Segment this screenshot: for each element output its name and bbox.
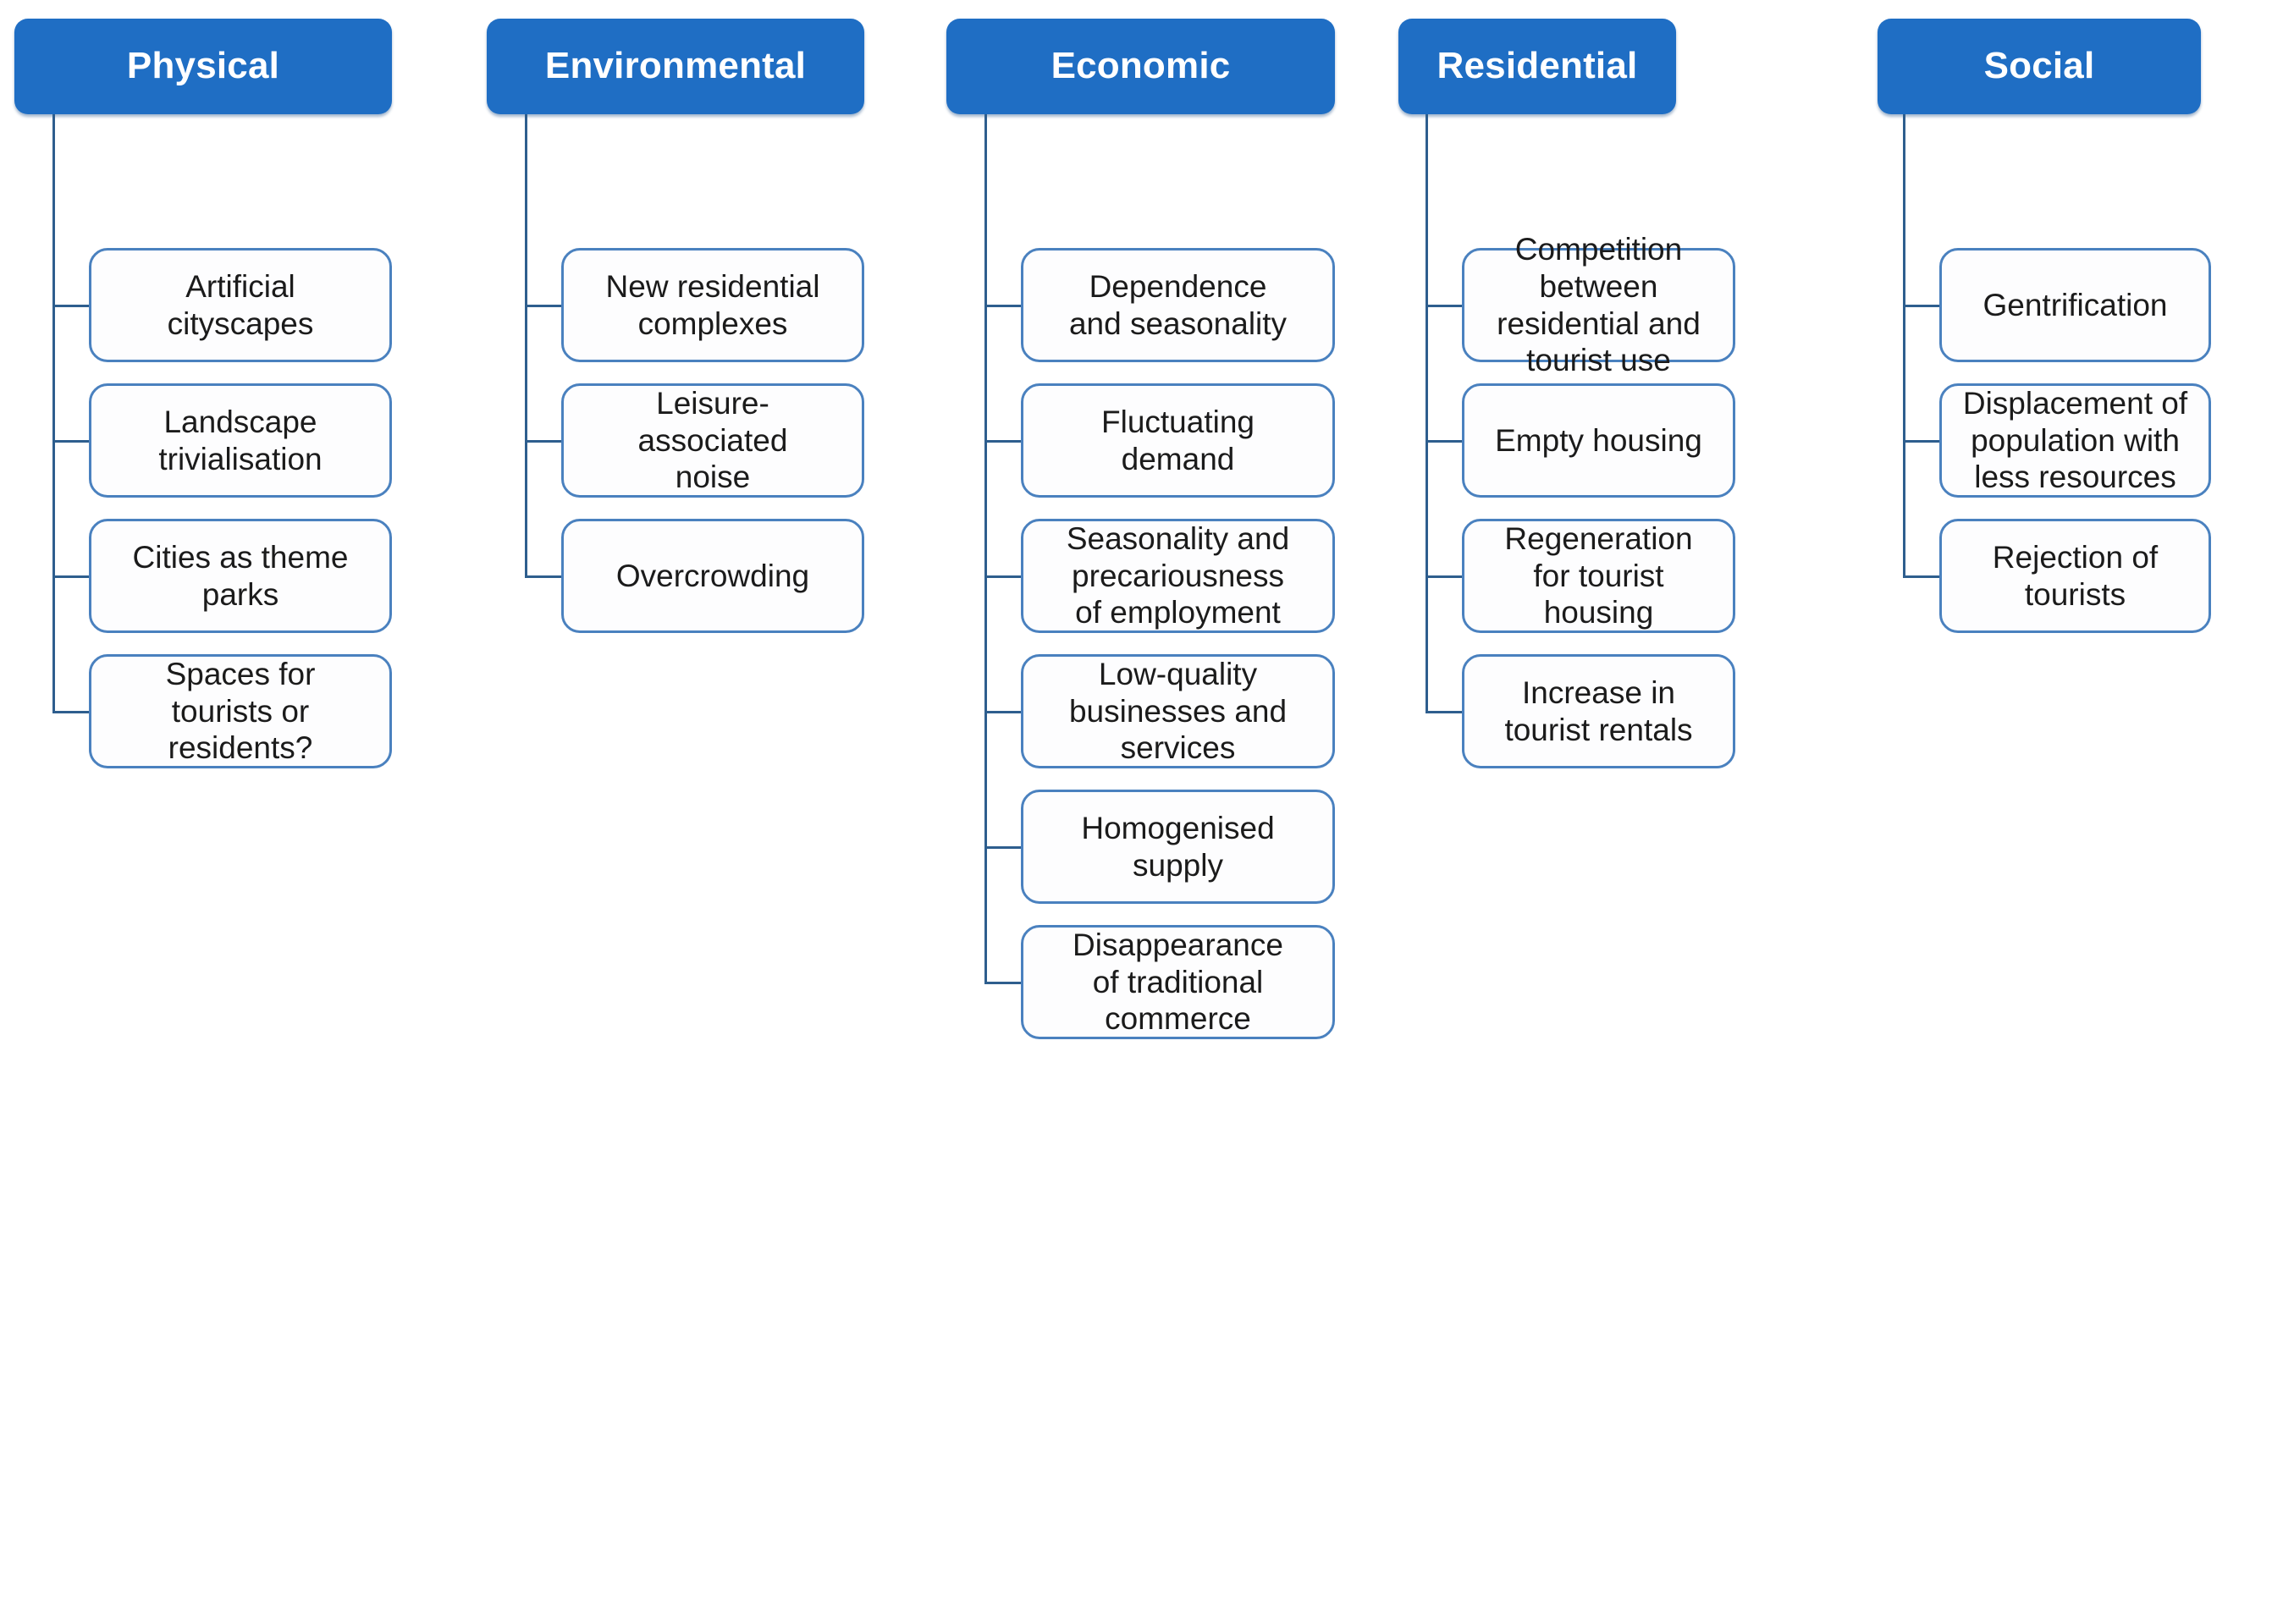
- category-header-physical[interactable]: Physical: [14, 19, 392, 114]
- node-economic-4[interactable]: Homogenised supply: [1021, 790, 1335, 904]
- connector-stub: [984, 439, 1023, 443]
- category-header-label: Economic: [1051, 45, 1231, 87]
- node-label: Overcrowding: [615, 558, 810, 593]
- node-label: Fluctuating demand: [1101, 404, 1255, 476]
- node-label: Landscape trivialisation: [158, 404, 323, 476]
- node-economic-0[interactable]: Dependence and seasonality: [1021, 248, 1335, 362]
- connector-stub: [1903, 304, 1941, 307]
- node-label: Leisure- associated noise: [637, 386, 788, 495]
- connector-stub: [1426, 304, 1464, 307]
- node-economic-3[interactable]: Low-quality businesses and services: [1021, 654, 1335, 768]
- node-label: Displacement of population with less res…: [1962, 386, 2188, 495]
- category-header-economic[interactable]: Economic: [946, 19, 1335, 114]
- node-label: Disappearance of traditional commerce: [1073, 928, 1283, 1037]
- node-environmental-1[interactable]: Leisure- associated noise: [561, 383, 864, 498]
- connector-stub: [984, 575, 1023, 578]
- connector-trunk-social: [1903, 114, 1905, 576]
- connector-stub: [525, 304, 563, 307]
- node-label: Empty housing: [1495, 422, 1702, 458]
- node-environmental-0[interactable]: New residential complexes: [561, 248, 864, 362]
- node-label: Artificial cityscapes: [167, 268, 314, 341]
- node-label: Homogenised supply: [1081, 810, 1275, 883]
- node-economic-5[interactable]: Disappearance of traditional commerce: [1021, 925, 1335, 1039]
- category-header-label: Environmental: [544, 45, 807, 87]
- node-label: Cities as theme parks: [132, 539, 349, 612]
- connector-stub: [52, 710, 91, 713]
- node-social-1[interactable]: Displacement of population with less res…: [1939, 383, 2211, 498]
- node-residential-0[interactable]: Competition between residential and tour…: [1462, 232, 1735, 377]
- connector-stub: [52, 304, 91, 307]
- connector-stub: [52, 575, 91, 578]
- connector-stub: [525, 575, 563, 578]
- node-physical-0[interactable]: Artificial cityscapes: [89, 248, 392, 362]
- node-label: Rejection of tourists: [1992, 539, 2159, 612]
- connector-trunk-economic: [984, 114, 987, 983]
- connector-stub: [52, 439, 91, 443]
- connector-stub: [984, 710, 1023, 713]
- node-social-0[interactable]: Gentrification: [1939, 248, 2211, 362]
- node-environmental-2[interactable]: Overcrowding: [561, 519, 864, 633]
- node-physical-1[interactable]: Landscape trivialisation: [89, 383, 392, 498]
- node-economic-2[interactable]: Seasonality and precariousness of employ…: [1021, 519, 1335, 633]
- connector-trunk-environmental: [525, 114, 527, 576]
- node-physical-3[interactable]: Spaces for tourists or residents?: [89, 654, 392, 768]
- connector-stub: [1903, 575, 1941, 578]
- node-label: Low-quality businesses and services: [1068, 657, 1288, 766]
- connector-stub: [1426, 575, 1464, 578]
- node-residential-2[interactable]: Regeneration for tourist housing: [1462, 519, 1735, 633]
- connector-trunk-physical: [52, 114, 55, 712]
- node-residential-1[interactable]: Empty housing: [1462, 383, 1735, 498]
- connector-stub: [984, 981, 1023, 984]
- node-physical-2[interactable]: Cities as theme parks: [89, 519, 392, 633]
- connector-trunk-residential: [1426, 114, 1428, 712]
- connector-stub: [1426, 439, 1464, 443]
- category-header-residential[interactable]: Residential: [1398, 19, 1676, 114]
- node-label: Seasonality and precariousness of employ…: [1066, 521, 1290, 630]
- connector-stub: [1426, 710, 1464, 713]
- category-header-label: Social: [1983, 45, 2095, 87]
- category-header-label: Residential: [1437, 45, 1638, 87]
- connector-stub: [525, 439, 563, 443]
- category-header-label: Physical: [126, 45, 280, 87]
- connector-stub: [1903, 439, 1941, 443]
- node-label: Gentrification: [1982, 287, 2168, 322]
- node-label: Dependence and seasonality: [1068, 268, 1288, 341]
- node-social-2[interactable]: Rejection of tourists: [1939, 519, 2211, 633]
- category-header-social[interactable]: Social: [1878, 19, 2201, 114]
- node-economic-1[interactable]: Fluctuating demand: [1021, 383, 1335, 498]
- node-label: Spaces for tourists or residents?: [165, 657, 316, 766]
- category-header-environmental[interactable]: Environmental: [487, 19, 864, 114]
- connector-stub: [984, 845, 1023, 849]
- node-label: Increase in tourist rentals: [1504, 674, 1693, 747]
- node-label: Competition between residential and tour…: [1497, 232, 1701, 378]
- node-label: New residential complexes: [605, 268, 820, 341]
- node-residential-3[interactable]: Increase in tourist rentals: [1462, 654, 1735, 768]
- node-label: Regeneration for tourist housing: [1504, 521, 1693, 630]
- connector-stub: [984, 304, 1023, 307]
